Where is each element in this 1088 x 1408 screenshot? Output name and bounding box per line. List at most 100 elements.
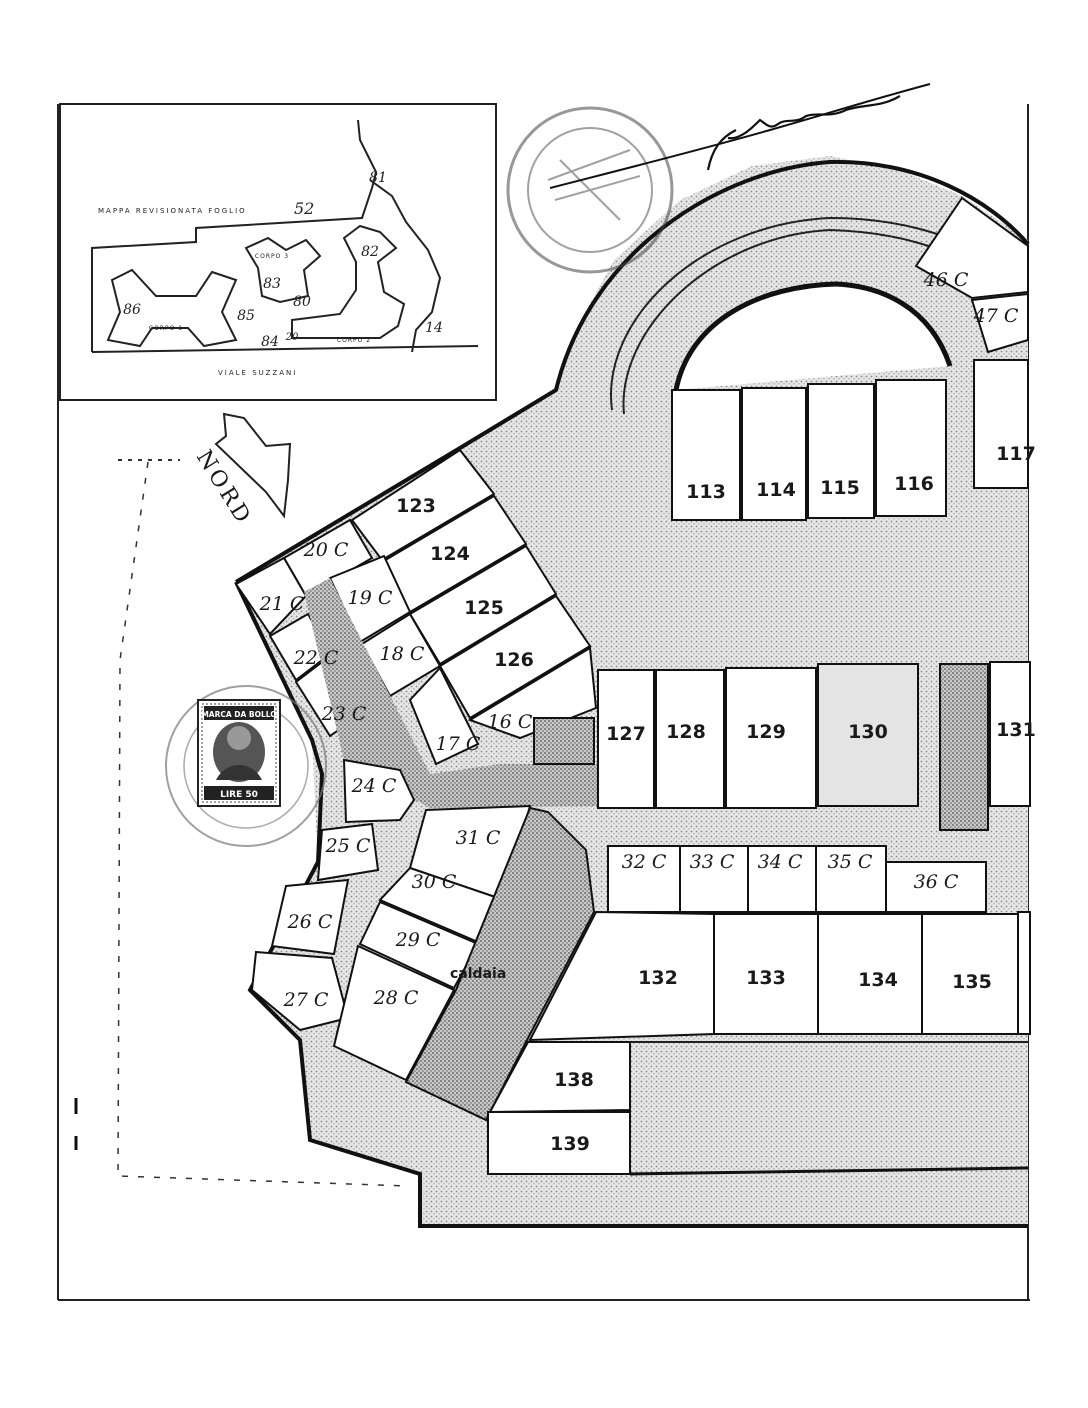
room-34c: [747, 845, 817, 913]
inset-corpo-1: [106, 268, 238, 348]
room-136-partial: [1017, 911, 1031, 1035]
room-139: [487, 1111, 631, 1175]
room-label-18c: 18 C: [380, 643, 425, 665]
room-label-47c: 47 C: [973, 305, 1019, 327]
room-label-124: 124: [430, 543, 470, 565]
room-label-135: 135: [952, 971, 992, 993]
room-130: [817, 663, 919, 807]
signature: [549, 83, 931, 189]
room-label-127: 127: [606, 723, 646, 745]
room-label-114: 114: [756, 479, 796, 501]
room-115: [807, 383, 875, 519]
room-label-125: 125: [464, 597, 504, 619]
revenue-stamp-title: MARCA DA BOLLO: [201, 710, 276, 719]
room-127: [597, 669, 655, 809]
room-29c: [358, 900, 480, 990]
inset-parcel-14: 14: [425, 320, 443, 336]
room-label-46c: 46 C: [923, 269, 969, 291]
property-boundary: [117, 459, 409, 1187]
inset-parcel-86: 86: [123, 302, 141, 318]
inset-parcel-84-suffix: 20: [285, 332, 299, 343]
room-label-126: 126: [494, 649, 534, 671]
inset-map-street: VIALE SUZZANI: [218, 369, 297, 377]
inset-corpo-2: [291, 224, 406, 339]
inset-corpo-1: CORPO 1: [149, 325, 183, 332]
room-47c: [970, 292, 1029, 354]
room-label-19c: 19 C: [348, 587, 393, 609]
room-label-138: 138: [554, 1069, 594, 1091]
revenue-stamp-value: LIRE 50: [220, 790, 258, 800]
notary-seal: [506, 106, 674, 274]
inset-parcel-83: 83: [263, 276, 281, 292]
outer-wall: [234, 159, 1030, 584]
walkway-dark: [304, 578, 600, 808]
room-36c: [885, 861, 987, 913]
room-label-116: 116: [894, 473, 934, 495]
outer-wall-left: [234, 581, 1028, 1228]
room-134: [817, 913, 923, 1035]
inset-parcel-82: 82: [361, 244, 379, 260]
room-label-23c: 23 C: [321, 703, 367, 725]
room-label-123: 123: [396, 495, 436, 517]
room-123: [350, 448, 496, 562]
room-label-35c: 35 C: [828, 851, 873, 873]
room-26c: [270, 878, 350, 956]
room-label-28c: 28 C: [373, 987, 419, 1009]
room-label-33c: 33 C: [690, 851, 735, 873]
inset-boundary: [91, 119, 378, 352]
bottom-row-wall-2: [629, 1166, 1029, 1176]
room-label-131: 131: [996, 719, 1036, 741]
inset-road-edge: [369, 179, 442, 353]
room-label-36c: 36 C: [914, 871, 959, 893]
room-27c: [250, 950, 350, 1032]
room-label-130: 130: [848, 721, 888, 743]
room-25c: [316, 822, 380, 882]
room-label-34c: 34 C: [758, 851, 803, 873]
ramp-arc-outer: [610, 216, 973, 411]
room-label-134: 134: [858, 969, 898, 991]
room-131: [989, 661, 1031, 807]
room-label-26c: 26 C: [287, 911, 333, 933]
room-126: [438, 594, 592, 720]
room-label-115: 115: [820, 477, 860, 499]
room-17c: [408, 666, 480, 766]
room-label-117: 117: [996, 443, 1036, 465]
room-label-139: 139: [550, 1133, 590, 1155]
room-128: [655, 669, 725, 809]
inset-parcel-84: 84: [261, 334, 279, 350]
room-label-21c: 21 C: [259, 593, 305, 615]
inner-court-arc: [673, 281, 953, 391]
room-label-24c: 24 C: [351, 775, 397, 797]
caldaia-label: caldaia: [450, 966, 506, 982]
room-label-128: 128: [666, 721, 706, 743]
inset-map-sheet-number: 52: [294, 199, 314, 218]
room-label-25c: 25 C: [325, 835, 371, 857]
inset-parcel-81: 81: [369, 170, 387, 186]
north-arrow-icon: [214, 412, 292, 519]
inset-map-title: MAPPA REVISIONATA FOGLIO: [98, 207, 247, 215]
inset-parcel-85: 85: [237, 308, 255, 324]
room-label-29c: 29 C: [395, 929, 441, 951]
room-16c: [467, 646, 598, 740]
room-133: [713, 913, 819, 1035]
room-label-113: 113: [686, 481, 726, 503]
caldaia-area: [404, 806, 596, 1122]
inset-corpo-2: CORPO 2: [337, 337, 371, 344]
north-arrow: NORD: [191, 412, 292, 530]
stairs: [939, 663, 989, 831]
room-label-132: 132: [638, 967, 678, 989]
room-label-31c: 31 C: [456, 827, 501, 849]
room-label-30c: 30 C: [412, 871, 457, 893]
room-label-32c: 32 C: [622, 851, 667, 873]
room-label-133: 133: [746, 967, 786, 989]
room-24c: [342, 758, 416, 824]
shaft: [533, 717, 595, 765]
room-label-17c: 17 C: [436, 733, 481, 755]
room-label-27c: 27 C: [283, 989, 329, 1011]
room-label-22c: 22 C: [293, 647, 339, 669]
room-46c: [914, 196, 1029, 300]
room-116: [875, 379, 947, 517]
room-label-16c: 16 C: [488, 711, 533, 733]
inset-street-line: [91, 345, 479, 353]
